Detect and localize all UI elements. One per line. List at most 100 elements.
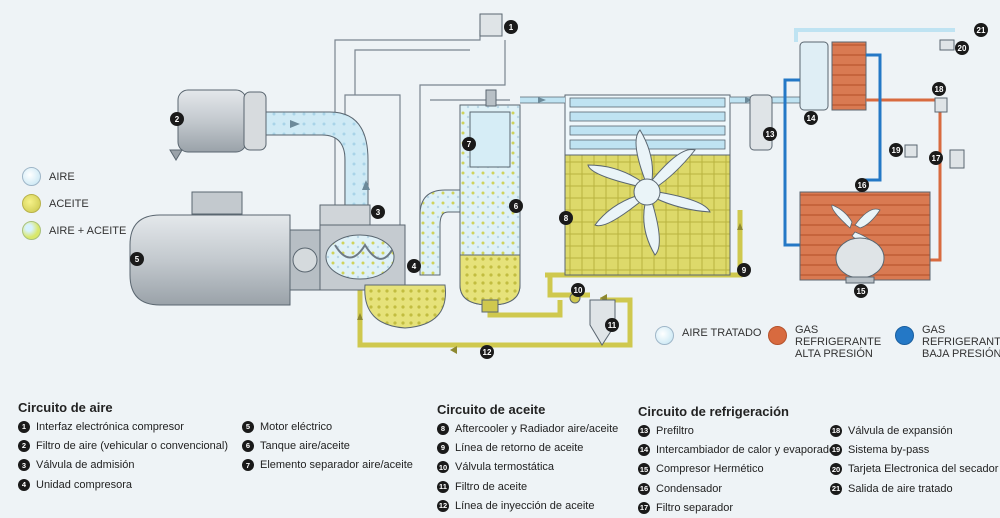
callout-14: 14 — [804, 111, 818, 125]
callout-8: 8 — [559, 211, 573, 225]
key-label: Unidad compresora — [36, 478, 132, 491]
number-badge: 9 — [437, 441, 449, 454]
dryer-electronic-card — [939, 39, 955, 51]
callout-11: 11 — [605, 318, 619, 332]
number-badge: 13 — [638, 424, 650, 437]
callout-15: 15 — [854, 284, 868, 298]
key-item: 8 Aftercooler y Radiador aire/aceite — [437, 419, 618, 438]
key-label: Aftercooler y Radiador aire/aceite — [455, 422, 619, 435]
number-badge: 17 — [638, 501, 650, 514]
key-label: Válvula de admisión — [36, 459, 135, 472]
key-label: Filtro de aceite — [455, 480, 528, 493]
callout-10: 10 — [571, 283, 585, 297]
key-label: Condensador — [656, 482, 723, 495]
air-intake-pipe — [265, 111, 370, 221]
number-badge: 19 — [830, 443, 842, 456]
number-badge: 11 — [437, 480, 449, 493]
callout-19: 19 — [889, 143, 903, 157]
air-circuit-title: Circuito de aire — [18, 400, 113, 415]
callout-9: 9 — [737, 263, 751, 277]
number-badge: 1 — [18, 420, 30, 433]
number-badge: 2 — [18, 439, 30, 452]
material-legend: AIRE ACEITE AIRE + ACEITE — [22, 163, 126, 244]
callout-4: 4 — [407, 259, 421, 273]
callout-13: 13 — [763, 127, 777, 141]
number-badge: 14 — [638, 443, 650, 456]
callout-6: 6 — [509, 199, 523, 213]
flow-arrows-air — [538, 97, 753, 103]
number-badge: 12 — [437, 499, 449, 512]
number-badge: 3 — [18, 459, 30, 472]
number-badge: 16 — [638, 482, 650, 495]
key-item: 21 Salida de aire tratado — [830, 479, 998, 498]
heat-exchanger — [799, 41, 867, 111]
air-filter — [169, 89, 267, 161]
key-item: 9 Línea de retorno de aceite — [437, 438, 618, 457]
number-badge: 21 — [830, 482, 842, 495]
legend-air-oil-label: AIRE + ACEITE — [49, 224, 127, 237]
key-item: 5 Motor eléctrico — [242, 417, 413, 436]
key-item: 6 Tanque aire/aceite — [242, 436, 413, 455]
number-badge: 5 — [242, 420, 254, 433]
treated-air-outlet — [794, 28, 955, 42]
filter-separator — [949, 149, 965, 169]
key-label: Tanque aire/aceite — [260, 439, 350, 452]
callout-5: 5 — [130, 252, 144, 266]
callout-20: 20 — [955, 41, 969, 55]
oil-filter — [589, 299, 616, 346]
key-label: Tarjeta Electronica del secador — [848, 463, 999, 476]
gas-low-swatch — [895, 326, 914, 345]
gas-low-legend: GAS REFRIGERANTE BAJA PRESIÓN — [895, 324, 1000, 360]
callout-3: 3 — [371, 205, 385, 219]
key-label: Intercambiador de calor y evaporador — [656, 443, 839, 456]
number-badge: 7 — [242, 459, 254, 472]
key-label: Motor eléctrico — [260, 420, 333, 433]
electric-motor — [129, 191, 321, 306]
treated-air-swatch — [655, 326, 674, 345]
callout-2: 2 — [170, 112, 184, 126]
key-label: Compresor Hermético — [656, 463, 764, 476]
key-item: 3 Válvula de admisión — [18, 456, 228, 475]
legend-oil-label: ACEITE — [49, 197, 89, 210]
callout-7: 7 — [462, 137, 476, 151]
oil-swatch — [22, 194, 41, 213]
number-badge: 4 — [18, 478, 30, 491]
callout-16: 16 — [855, 178, 869, 192]
callout-12: 12 — [480, 345, 494, 359]
bypass-system — [904, 144, 918, 158]
number-badge: 6 — [242, 439, 254, 452]
number-badge: 18 — [830, 424, 842, 437]
air-oil-tank — [459, 89, 521, 313]
key-item: 11 Filtro de aceite — [437, 477, 618, 496]
number-badge: 8 — [437, 422, 449, 435]
oil-sump — [364, 284, 446, 329]
discharge-pipe — [419, 189, 463, 276]
compressor-unit — [319, 204, 406, 291]
key-item: 2 Filtro de aire (vehicular o convenciona… — [18, 436, 228, 455]
callout-17: 17 — [929, 151, 943, 165]
oil-circuit-title: Circuito de aceite — [437, 402, 546, 417]
callout-21: 21 — [974, 23, 988, 37]
treated-air-legend: AIRE TRATADO — [655, 324, 761, 345]
key-label: Elemento separador aire/aceite — [260, 459, 413, 472]
key-label: Sistema by-pass — [848, 443, 930, 456]
key-label: Línea de retorno de aceite — [455, 441, 584, 454]
treated-air-label: AIRE TRATADO — [682, 327, 762, 339]
key-item: 16 Condensador — [638, 479, 839, 498]
number-badge: 15 — [638, 463, 650, 476]
key-item: 7 Elemento separador aire/aceite — [242, 456, 413, 475]
key-item: 15 Compresor Hermético — [638, 460, 839, 479]
key-item: 14 Intercambiador de calor y evaporador — [638, 440, 839, 459]
air-oil-swatch — [22, 221, 41, 240]
key-label: Salida de aire tratado — [848, 482, 953, 495]
air-swatch — [22, 167, 41, 186]
key-label: Filtro de aire (vehicular o convencional… — [36, 439, 228, 452]
